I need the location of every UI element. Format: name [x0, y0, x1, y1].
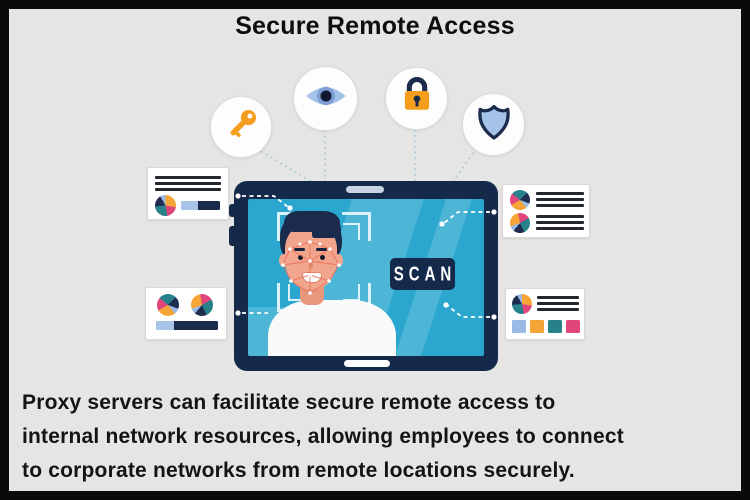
description-line-2: internal network resources, allowing emp… — [22, 425, 624, 448]
progress-bar — [156, 321, 218, 330]
text-line — [536, 227, 584, 230]
pie-chart — [510, 190, 530, 210]
text-line — [537, 308, 579, 311]
tablet-camera-speaker — [346, 186, 384, 193]
key-icon — [220, 104, 262, 151]
text-line — [155, 188, 221, 191]
scan-button: SCAN — [390, 258, 455, 290]
tablet-power-button — [229, 204, 235, 217]
pie-chart — [512, 294, 532, 314]
text-line — [155, 182, 221, 185]
swatch-teal — [548, 320, 562, 333]
text-line — [536, 204, 584, 207]
eye-icon-badge — [293, 66, 358, 131]
text-line — [155, 176, 221, 179]
data-card-bottom-right — [505, 288, 585, 340]
description-line-3: to corporate networks from remote locati… — [22, 459, 575, 482]
swatch-pink — [566, 320, 580, 333]
tablet-screen: SCAN — [248, 199, 484, 356]
scan-button-label: SCAN — [393, 262, 457, 286]
shield-icon — [472, 100, 516, 149]
swatch-light-blue — [512, 320, 526, 333]
person-eyebrow — [294, 248, 305, 251]
padlock-icon-badge — [385, 67, 448, 130]
tablet-volume-button — [229, 226, 235, 246]
shield-icon-badge — [462, 93, 525, 156]
data-card-bottom-left — [145, 287, 227, 340]
text-line — [536, 215, 584, 218]
progress-bar — [181, 201, 220, 210]
pie-chart — [157, 294, 179, 316]
description-text: Proxy servers can facilitate secure remo… — [22, 386, 624, 488]
page-title: Secure Remote Access — [235, 12, 515, 40]
text-line — [536, 221, 584, 224]
text-line — [537, 296, 579, 299]
pie-chart — [510, 213, 530, 233]
tablet-device: SCAN — [229, 181, 498, 371]
person-shirt — [268, 300, 396, 356]
person-eye — [320, 255, 325, 260]
padlock-icon — [395, 74, 439, 123]
text-line — [536, 192, 584, 195]
text-line — [536, 198, 584, 201]
tablet-home-button — [344, 360, 390, 367]
data-card-top-right — [502, 184, 590, 238]
person-nose — [309, 261, 313, 268]
description-line-1: Proxy servers can facilitate secure remo… — [22, 391, 556, 414]
text-line — [537, 302, 579, 305]
key-icon-badge — [210, 96, 272, 158]
pie-chart — [191, 294, 213, 316]
eye-icon — [303, 73, 349, 124]
pie-chart — [155, 195, 176, 216]
swatch-orange — [530, 320, 544, 333]
person-eyebrow — [316, 248, 327, 251]
person-eye — [298, 255, 303, 260]
data-card-top-left — [147, 167, 229, 220]
